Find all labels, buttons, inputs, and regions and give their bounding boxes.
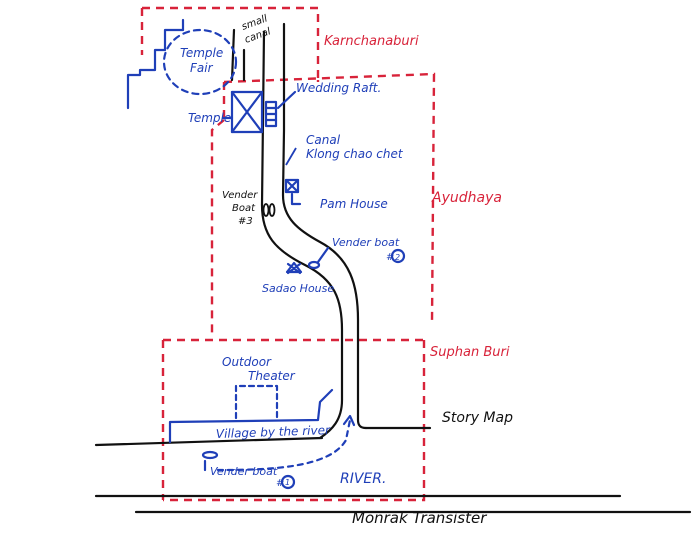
vender-boat-2-num: #: [386, 252, 394, 263]
small-canal-left: [230, 28, 236, 82]
footer-title: Monrak Transister: [352, 509, 487, 527]
temple-label: Temple: [188, 111, 231, 125]
ayudhaya-border: [210, 72, 436, 335]
temple-fair-label-1: Temple: [180, 46, 223, 60]
region-label-suphan-buri: Suphan Buri: [430, 345, 510, 360]
vender-boat-1-number-circle: [280, 474, 296, 490]
wedding-raft-label: Wedding Raft.: [296, 81, 381, 95]
vender-boat-2-number-circle: [390, 248, 406, 264]
pam-house-icon: [284, 178, 300, 194]
karnchanaburi-border: [140, 6, 320, 82]
suphan-buri-border: [161, 338, 426, 502]
map-title: Story Map: [442, 410, 513, 426]
vender-boat-3-label-2: Boat: [232, 203, 256, 214]
outdoor-theater-label-2: Theater: [248, 369, 296, 383]
vender-boat-3-label-1: Vender: [222, 190, 258, 201]
outdoor-theater-area: [234, 384, 279, 420]
canal-label-1: Canal: [306, 133, 341, 147]
village-label: Village by the river: [216, 423, 332, 441]
canal-label-2: Klong chao chet: [306, 147, 404, 161]
pam-house-label: Pam House: [320, 197, 388, 211]
vender-boat-3-icon: [262, 203, 270, 217]
outdoor-theater-label-1: Outdoor: [222, 355, 272, 369]
village-shore: [168, 388, 334, 444]
vender-boat-1-num: #: [276, 478, 284, 489]
region-label-ayudhaya: Ayudhaya: [431, 190, 502, 206]
region-label-karnchanaburi: Karnchanaburi: [324, 34, 419, 49]
route-arrow: [216, 418, 352, 472]
temple-cross: [230, 90, 264, 134]
vender-boat-2-label: Vender boat: [332, 236, 400, 249]
karnchanaburi-shore: [126, 18, 185, 110]
canal-left-bank: [260, 30, 344, 440]
sadao-house-icon: [285, 261, 303, 275]
temple-fair-label-2: Fair: [190, 61, 214, 75]
river-label: RIVER.: [340, 471, 386, 487]
vender-boat-2-circle-num: 2: [395, 253, 400, 262]
vender-boat-1-label: Vender boat: [210, 465, 278, 478]
river-top-bank: [94, 426, 432, 447]
vender-boat-1-circle-num: 1: [285, 478, 290, 487]
vender-boat-1-icon: [201, 450, 219, 460]
vender-boat-3-label-3: #3: [238, 216, 253, 227]
sadao-house-label: Sadao House: [262, 282, 334, 295]
temple-fair-area: [162, 28, 238, 96]
vender-boat-2-icon: [307, 260, 321, 270]
canal-right-bank: [281, 22, 368, 430]
temple-box: [230, 90, 264, 134]
